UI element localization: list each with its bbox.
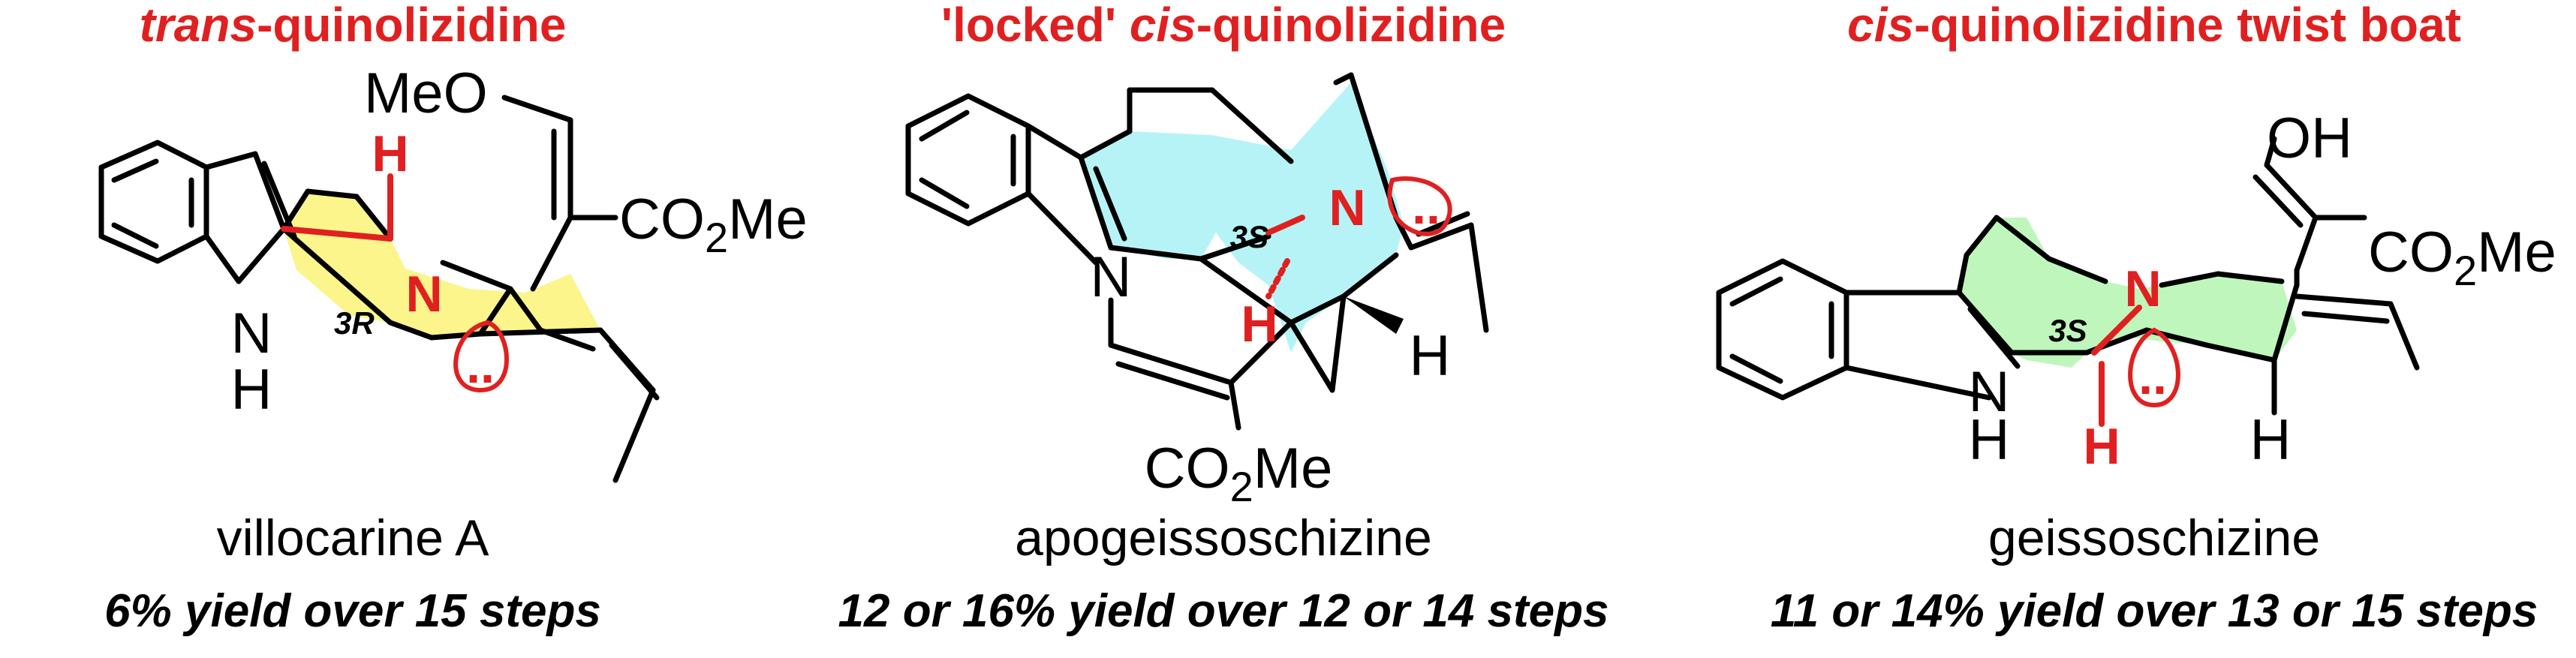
panel2-shading <box>1081 83 1404 353</box>
panel3-hydroxy: OH <box>2267 107 2352 170</box>
panel1-stereo-letter: R <box>351 305 375 341</box>
panel3-compound: geissoschizine <box>1988 509 2320 566</box>
panel1-yield: 6% yield over 15 steps <box>104 585 601 637</box>
panel3-ester: CO2Me <box>2368 221 2556 294</box>
panel2-title-rest: -quinolizidine <box>1196 0 1506 52</box>
panel3-h-red: H <box>2083 418 2120 475</box>
panel2-lone-pair: .. <box>1412 178 1440 235</box>
panel3-ester-sub: 2 <box>2454 247 2477 294</box>
panel1-red-bond <box>281 226 393 242</box>
panel3-stereo-num: 3 <box>2048 313 2066 348</box>
panel3-yield: 11 or 14% yield over 13 or 15 steps <box>1771 585 2538 637</box>
panel1-n-ring: N <box>405 266 442 323</box>
panel1-n-indole: N <box>231 302 272 365</box>
panel-villocarine: trans-quinolizidine <box>98 0 808 637</box>
panel-apogeissoschizine: 'locked' cis-quinolizidine <box>838 0 1609 637</box>
panel2-ester-me: Me <box>1253 437 1333 500</box>
panel3-n-indole: N <box>1969 360 2010 424</box>
panel3-red-bond <box>2091 305 2142 356</box>
panel2-wedge-bond <box>1344 296 1404 334</box>
panel2-lone-pair-loop <box>1387 176 1452 236</box>
panel3-h-ring: H <box>2250 408 2292 472</box>
panel1-title-rest: -quinolizidine <box>257 0 566 52</box>
panel2-h-bridge: H <box>1410 324 1451 388</box>
panel3-lone-pair: .. <box>2138 348 2167 405</box>
panel1-lone-pair-loop <box>453 320 509 393</box>
panel2-ester: CO2Me <box>1145 437 1333 510</box>
panel2-title-italic: cis <box>1130 0 1196 52</box>
panel3-n-ring: N <box>2124 260 2161 317</box>
panel2-title: 'locked' cis-quinolizidine <box>941 0 1506 52</box>
panel2-stereo-letter: S <box>1247 219 1268 254</box>
panel2-title-plain: 'locked' <box>941 0 1130 52</box>
panel1-stereo-num: 3 <box>334 305 351 341</box>
panel1-methoxy: MeO <box>364 62 488 125</box>
panel3-stereo-letter: S <box>2066 313 2087 348</box>
panel1-stereo: 3R <box>334 305 375 341</box>
panel3-title-rest: -quinolizidine twist boat <box>1914 0 2461 52</box>
panel2-ester-sub: 2 <box>1230 463 1253 510</box>
panel3-title: cis-quinolizidine twist boat <box>1847 0 2461 52</box>
panel1-ester-co: CO <box>619 188 705 251</box>
panel3-title-italic: cis <box>1847 0 1914 52</box>
panel1-ester-me: Me <box>728 188 808 251</box>
panel2-n-ring: N <box>1329 179 1365 236</box>
panel2-red-bond <box>1265 215 1305 236</box>
panel1-lone-pair: .. <box>466 337 495 394</box>
panel1-ester-sub: 2 <box>705 214 728 261</box>
panel-geissoschizine: cis-quinolizidine twist boat <box>1716 0 2556 637</box>
panel1-h-red: H <box>372 125 408 182</box>
panel2-skeleton <box>905 72 1489 431</box>
panel3-stereo: 3S <box>2048 313 2087 348</box>
panel2-stereo: 3S <box>1230 219 1268 254</box>
panel3-lone-pair-loop <box>2128 327 2180 408</box>
panel2-n-indole: N <box>1091 245 1132 309</box>
panel1-ester: CO2Me <box>619 188 808 261</box>
panel2-h-red: H <box>1241 296 1277 353</box>
panel1-skeleton <box>98 95 660 483</box>
panel2-compound: apogeissoschizine <box>1015 509 1432 566</box>
panel1-title-italic: trans <box>140 0 257 52</box>
panel3-h-indole: H <box>1969 408 2010 472</box>
panel1-compound: villocarine A <box>217 509 489 566</box>
panel1-h-indole: H <box>231 358 272 422</box>
panel2-red-hash-bond <box>1265 258 1290 299</box>
panel2-stereo-num: 3 <box>1230 219 1247 254</box>
panel3-skeleton <box>1716 136 2420 416</box>
panel3-ester-me: Me <box>2477 221 2556 284</box>
panel1-title: trans-quinolizidine <box>140 0 567 52</box>
panel3-ester-co: CO <box>2368 221 2454 284</box>
panel2-ester-co: CO <box>1145 437 1230 500</box>
panel2-yield: 12 or 16% yield over 12 or 14 steps <box>838 585 1609 637</box>
